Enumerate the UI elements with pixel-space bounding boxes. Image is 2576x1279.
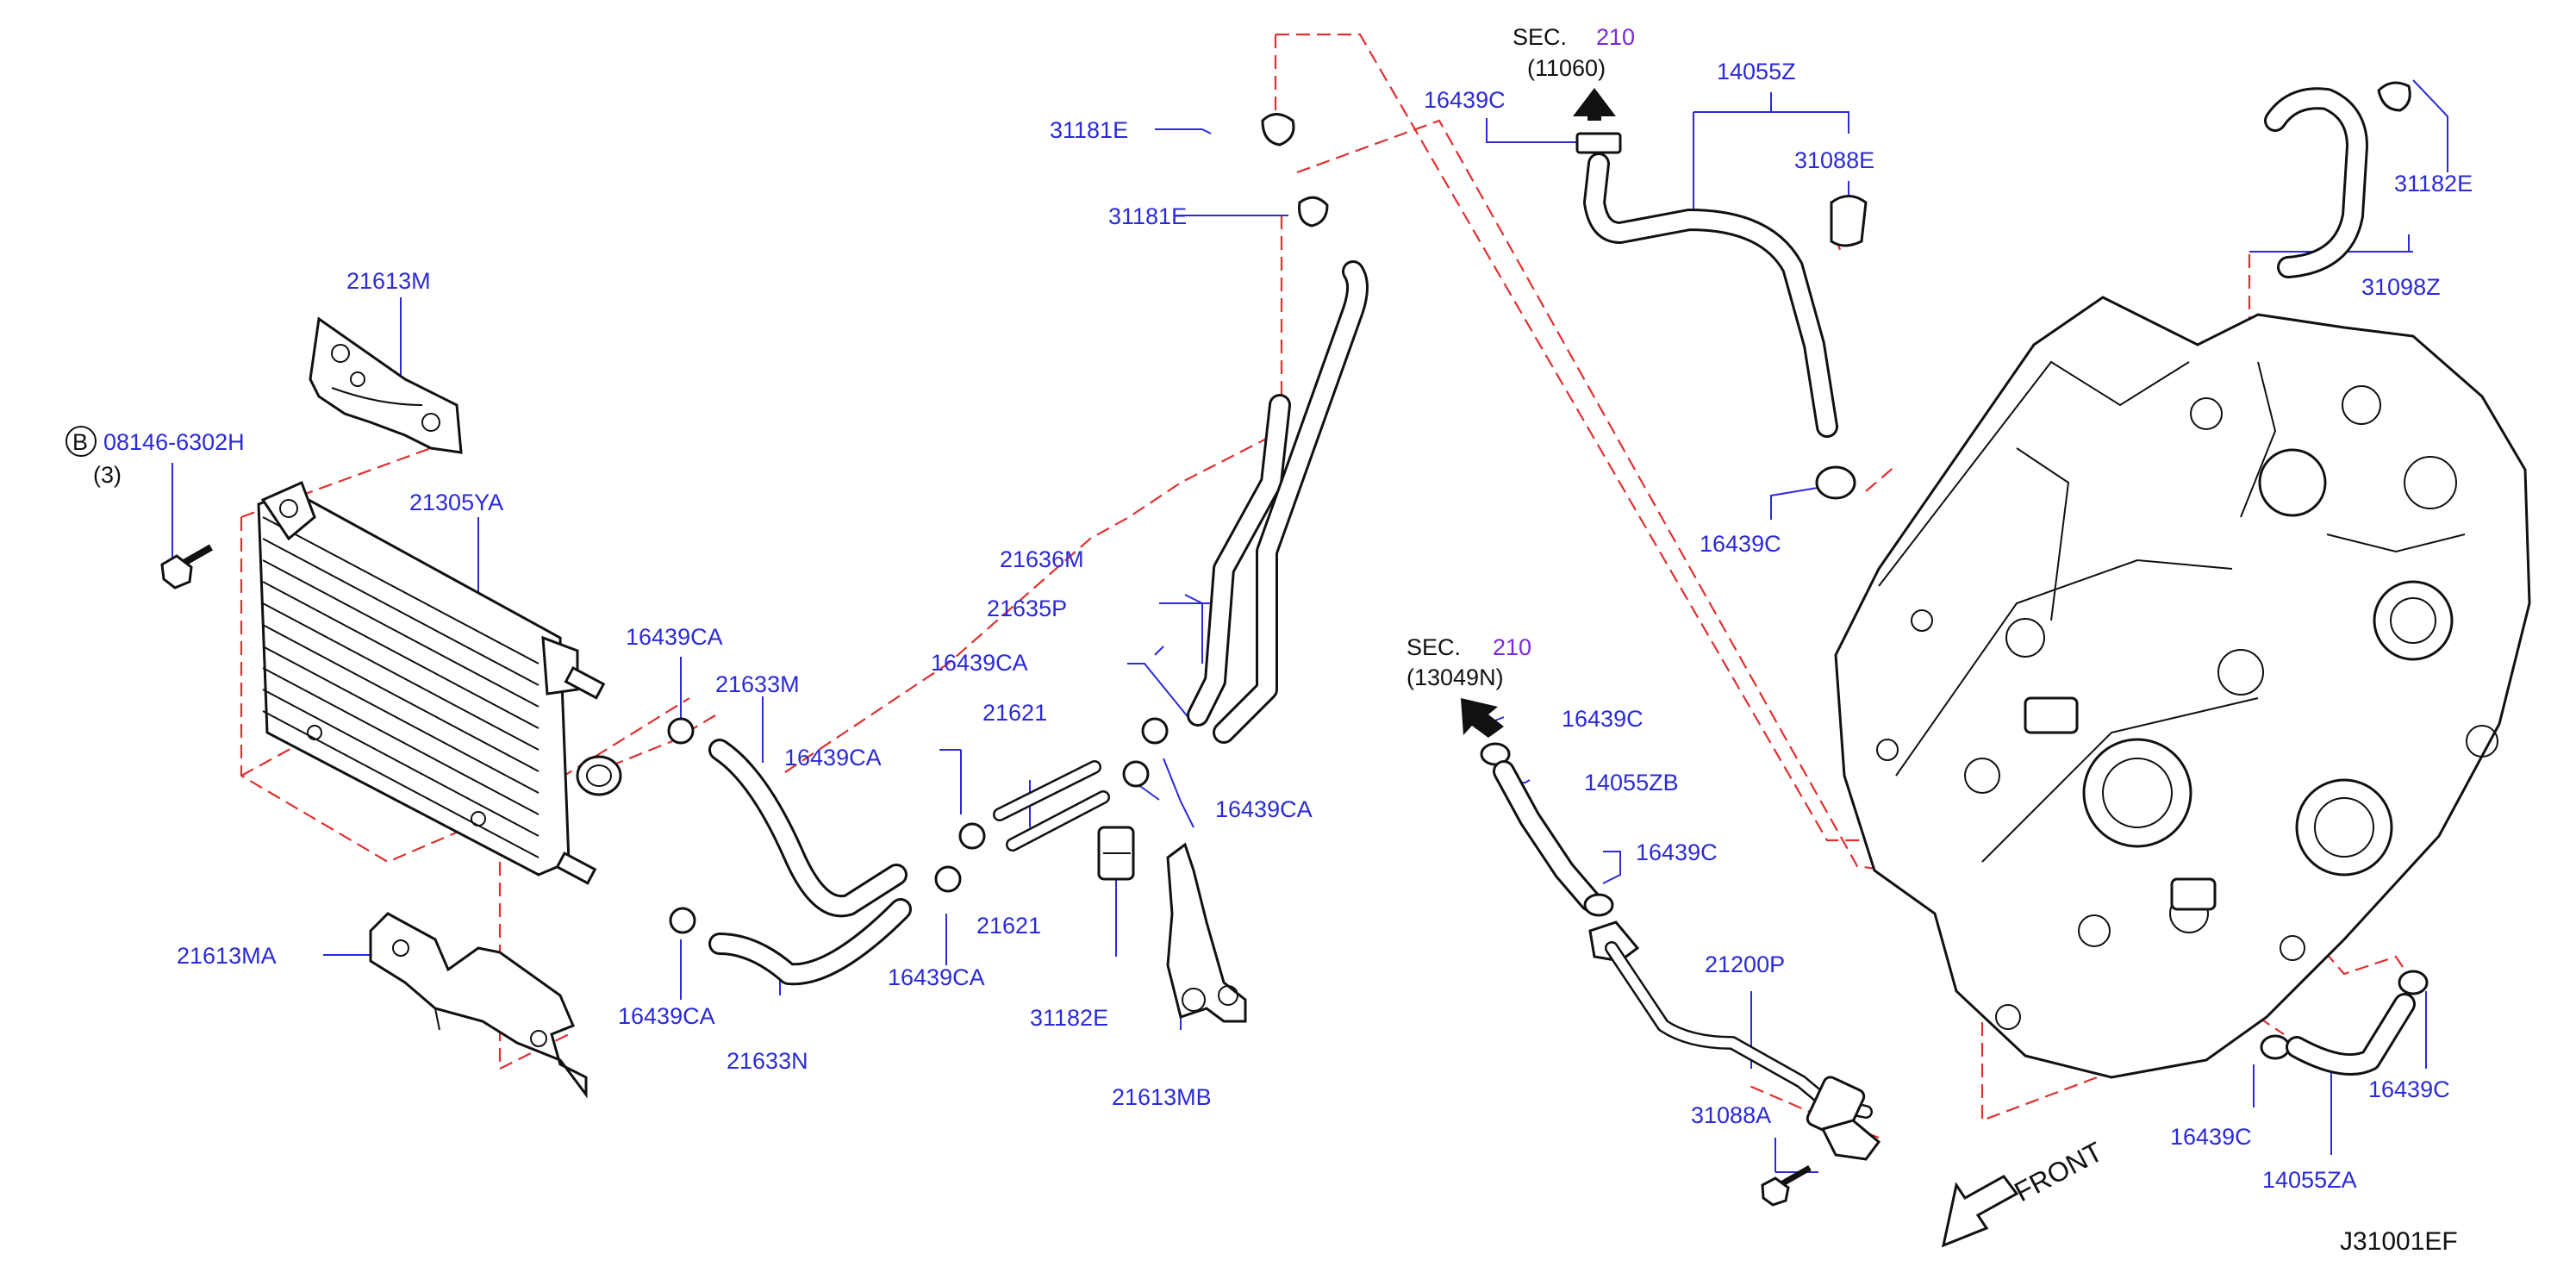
bracket-21613m bbox=[309, 316, 463, 454]
label-21633n: 21633N bbox=[727, 1048, 808, 1074]
label-31182e-a: 31182E bbox=[1030, 1005, 1108, 1031]
sec-top-num: 210 bbox=[1596, 24, 1635, 50]
diagram-code: J31001EF bbox=[2340, 1227, 2458, 1256]
hose-14055z bbox=[1575, 132, 1868, 500]
bolt-31088a bbox=[1761, 1164, 1812, 1207]
bolt-08146-6302h bbox=[160, 544, 213, 590]
label-14055za: 14055ZA bbox=[2262, 1167, 2357, 1193]
label-21633m: 21633M bbox=[715, 671, 800, 697]
label-31088a: 31088A bbox=[1691, 1102, 1771, 1128]
label-16439ca-c: 16439CA bbox=[931, 650, 1028, 676]
label-16439ca-d: 16439CA bbox=[888, 964, 985, 990]
hose-21633n bbox=[708, 898, 912, 986]
label-21621-b: 21621 bbox=[976, 913, 1041, 939]
label-21200p: 21200P bbox=[1705, 951, 1785, 977]
bolt-badge-letter: B bbox=[72, 429, 88, 455]
label-14055zb: 14055ZB bbox=[1584, 770, 1679, 795]
label-31088e: 31088E bbox=[1794, 147, 1874, 173]
clip-31182e-left bbox=[1097, 826, 1135, 881]
oil-cooler-21305ya bbox=[257, 480, 622, 885]
label-16439ca-f: 16439CA bbox=[618, 1003, 715, 1029]
sec-top-sub: (11060) bbox=[1527, 55, 1606, 81]
clamps-16439ca bbox=[667, 717, 1169, 934]
label-21305ya: 21305YA bbox=[409, 490, 503, 515]
label-14055z: 14055Z bbox=[1717, 59, 1796, 84]
arrow-up-left-icon bbox=[1461, 698, 1504, 738]
label-21635p: 21635P bbox=[987, 596, 1067, 621]
label-21613mb: 21613MB bbox=[1112, 1084, 1212, 1110]
label-16439c-c: 16439C bbox=[1562, 706, 1644, 732]
hose-14055zb bbox=[1480, 742, 1614, 917]
label-21636m: 21636M bbox=[1000, 546, 1084, 572]
bracket-21613ma bbox=[369, 912, 588, 1099]
label-16439ca-a: 16439CA bbox=[626, 624, 723, 650]
bolt-badge-circle bbox=[65, 426, 97, 457]
label-16439ca-e: 16439CA bbox=[1215, 796, 1313, 822]
bracket-21613mb bbox=[1166, 842, 1247, 1023]
front-label: FRONT bbox=[2009, 1136, 2107, 1208]
label-31098z: 31098Z bbox=[2361, 274, 2441, 300]
transmission-case bbox=[1834, 296, 2531, 1079]
sec-arrows bbox=[1461, 88, 1616, 738]
pipes-21621 bbox=[993, 760, 1110, 852]
label-21613m: 21613M bbox=[346, 268, 431, 294]
label-21613ma: 21613MA bbox=[177, 943, 277, 969]
pipe-21200p bbox=[1588, 920, 1881, 1161]
clamps-31181e bbox=[1261, 113, 1329, 228]
pipe-21635p bbox=[1213, 260, 1369, 744]
hose-14055za bbox=[2260, 970, 2429, 1076]
arrow-up-icon bbox=[1573, 88, 1616, 121]
hose-31098z bbox=[2264, 81, 2411, 278]
label-31182e-b: 31182E bbox=[2394, 171, 2473, 197]
label-16439c-f: 16439C bbox=[2368, 1076, 2450, 1102]
label-16439c-e: 16439C bbox=[2170, 1124, 2252, 1150]
bolt-badge-part: 08146-6302H bbox=[103, 429, 245, 455]
label-31181e-a: 31181E bbox=[1050, 117, 1128, 143]
label-16439c-a: 16439C bbox=[1424, 87, 1506, 113]
sec-top-prefix: SEC. bbox=[1513, 24, 1567, 50]
bolt-badge-qty: (3) bbox=[93, 462, 122, 488]
sec-mid-sub: (13049N) bbox=[1407, 664, 1504, 690]
label-16439ca-b: 16439CA bbox=[784, 745, 882, 771]
label-21621-a: 21621 bbox=[982, 700, 1047, 726]
label-16439c-d: 16439C bbox=[1636, 839, 1718, 865]
sec-mid-prefix: SEC. bbox=[1407, 634, 1461, 660]
front-arrow bbox=[1941, 1175, 2019, 1248]
hose-21633m bbox=[708, 739, 908, 918]
front-arrow-icon bbox=[1941, 1175, 2019, 1248]
label-31181e-b: 31181E bbox=[1108, 203, 1187, 229]
sec-mid-num: 210 bbox=[1493, 634, 1531, 660]
pipe-21636m bbox=[1187, 394, 1291, 727]
label-16439c-b: 16439C bbox=[1700, 531, 1781, 557]
